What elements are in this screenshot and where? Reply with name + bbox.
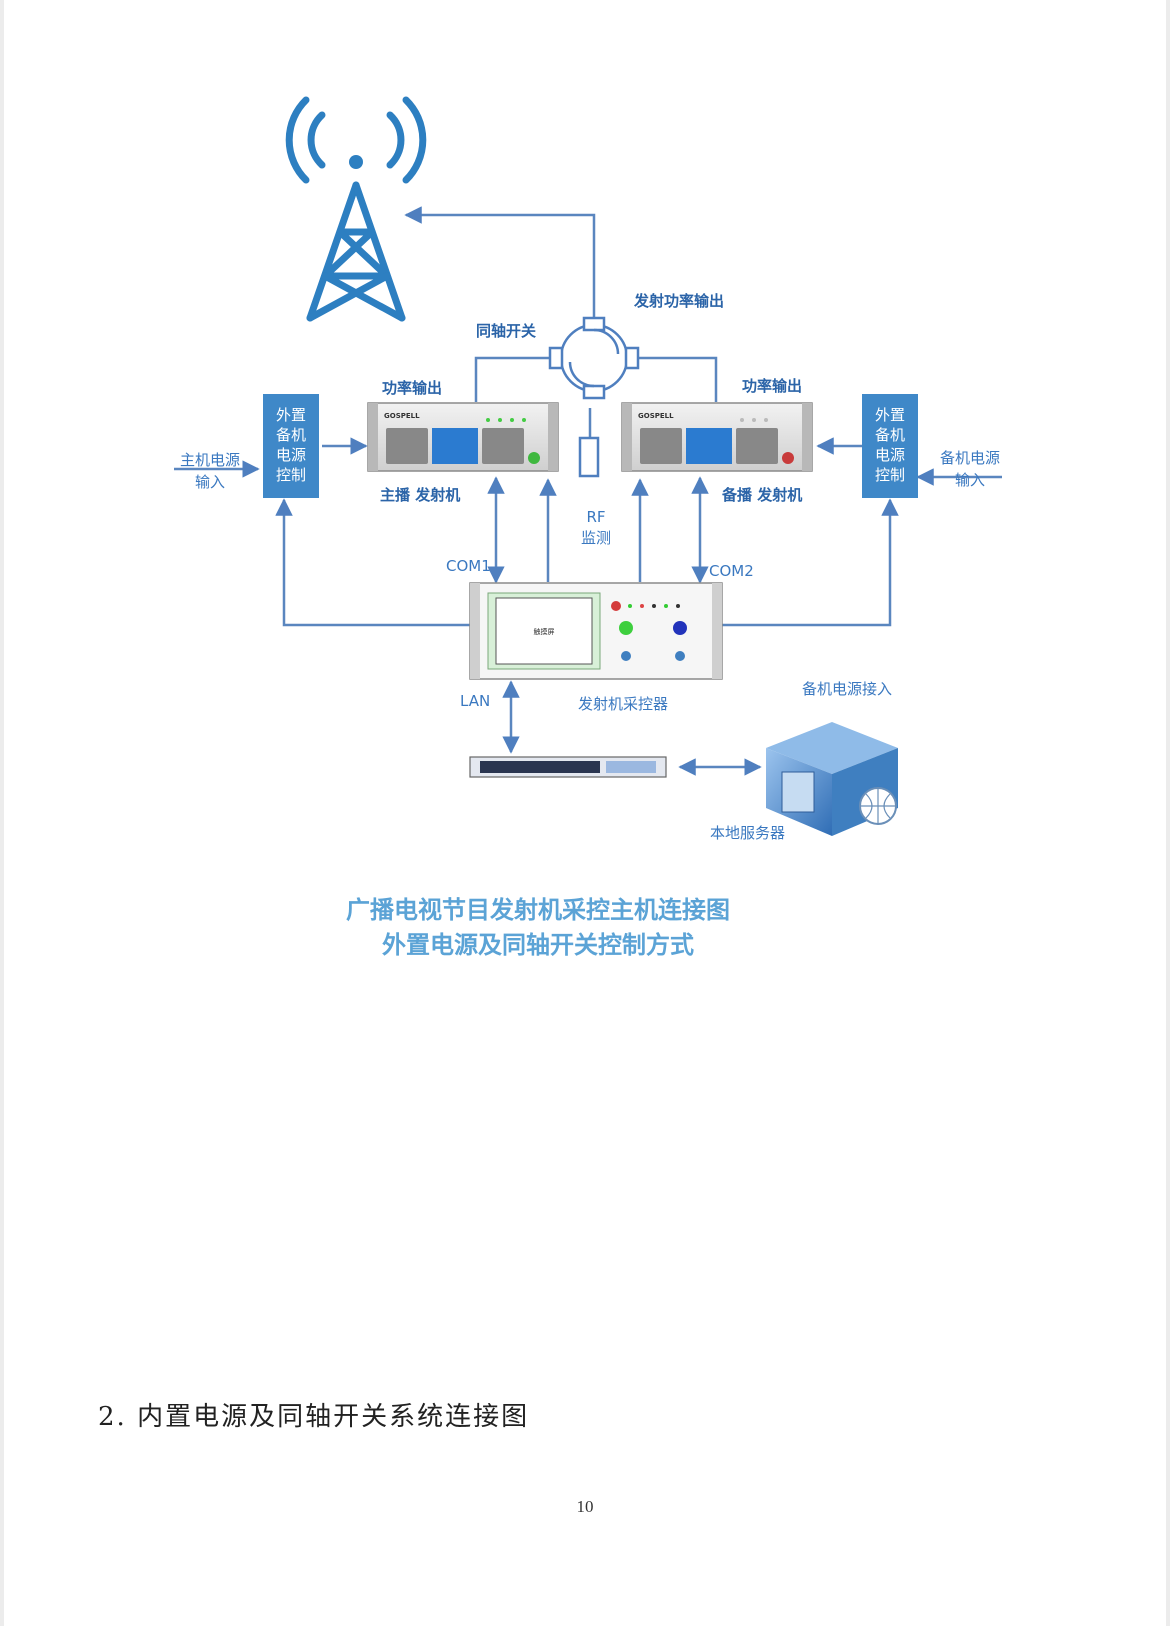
diagram-title-line-2: 外置电源及同轴开关控制方式 xyxy=(382,931,694,959)
left-box-line-3: 电源 xyxy=(276,446,306,464)
right-box-line-2: 备机 xyxy=(875,426,905,444)
backup-transmitter-brand: GOSPELL xyxy=(638,412,674,420)
backup-power-access-label: 备机电源接入 xyxy=(802,680,892,698)
network-switch-unit xyxy=(469,756,667,778)
backup-power-input-line-2: 输入 xyxy=(955,471,985,489)
rf-label-line-2: 监测 xyxy=(581,529,611,547)
left-box-line-2: 备机 xyxy=(276,426,306,444)
right-box-line-4: 控制 xyxy=(875,466,905,484)
com1-label: COM1 xyxy=(446,557,491,575)
main-power-input-line-1: 主机电源 xyxy=(180,451,240,469)
backup-transmitter-unit: GOSPELL xyxy=(621,402,813,472)
main-transmitter-label: 主播 发射机 xyxy=(380,486,460,504)
controller-label: 发射机采控器 xyxy=(578,695,668,713)
backup-power-output-label: 功率输出 xyxy=(742,377,802,395)
document-page: 外置 备机 电源 控制 外置 备机 电源 控制 GOSPELL GOSPELL xyxy=(4,0,1166,1626)
coax-switch-label: 同轴开关 xyxy=(476,322,536,340)
left-power-control-box: 外置 备机 电源 控制 xyxy=(263,394,319,498)
section-heading: 2. 内置电源及同轴开关系统连接图 xyxy=(98,1402,530,1432)
coax-switch-icon xyxy=(548,316,640,478)
com2-label: COM2 xyxy=(709,562,754,580)
antenna-tower-icon xyxy=(285,96,427,322)
touchscreen-label: 触摸屏 xyxy=(534,627,555,636)
page-number: 10 xyxy=(576,1497,594,1516)
backup-transmitter-label: 备播 发射机 xyxy=(721,486,802,504)
connection-diagram: 外置 备机 电源 控制 外置 备机 电源 控制 GOSPELL GOSPELL xyxy=(174,96,1002,959)
left-box-line-4: 控制 xyxy=(276,466,306,484)
right-power-control-box: 外置 备机 电源 控制 xyxy=(862,394,918,498)
main-power-input-line-2: 输入 xyxy=(195,473,225,491)
right-box-line-3: 电源 xyxy=(875,446,905,464)
server-icon xyxy=(766,722,898,836)
connection-lines xyxy=(174,206,1002,776)
right-box-line-1: 外置 xyxy=(875,406,905,424)
transmitter-controller-unit: 触摸屏 xyxy=(469,582,723,680)
diagram-title-line-1: 广播电视节目发射机采控主机连接图 xyxy=(346,896,730,924)
main-transmitter-unit: GOSPELL xyxy=(367,402,559,472)
power-output-top-label: 发射功率输出 xyxy=(633,292,724,310)
backup-power-input-line-1: 备机电源 xyxy=(940,449,1000,467)
lan-label: LAN xyxy=(460,692,490,710)
main-transmitter-brand: GOSPELL xyxy=(384,412,420,420)
local-server-label: 本地服务器 xyxy=(710,824,785,842)
rf-label-line-1: RF xyxy=(586,508,605,526)
left-box-line-1: 外置 xyxy=(276,406,306,424)
main-power-output-label: 功率输出 xyxy=(382,379,442,397)
